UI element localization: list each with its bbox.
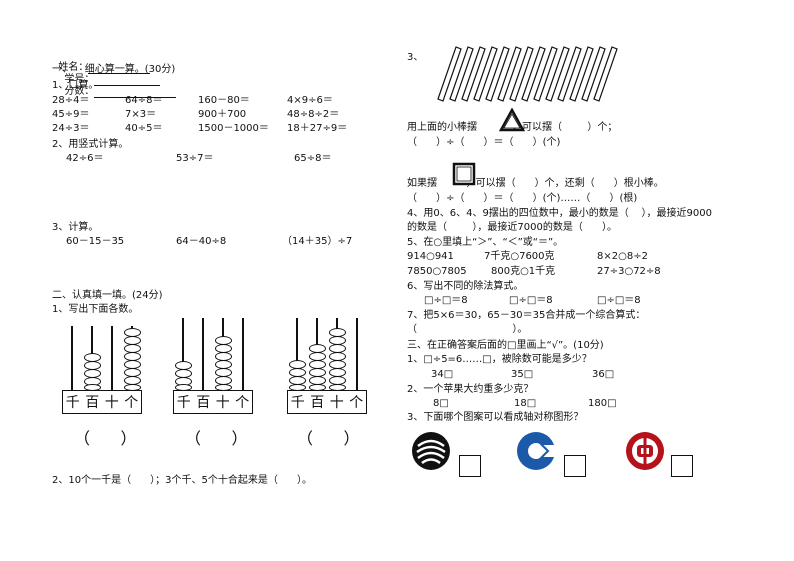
sticks-line-3: 如果摆 ，可以摆（ ）个，还剩（ ）根小棒。 [407, 178, 664, 189]
place-thousands: 千 [290, 395, 305, 411]
abacus-2: 千 百 十 个 [173, 318, 253, 448]
q7-line-1: 7、把5×6＝30，65－30＝35合并成一个综合算式： [407, 310, 646, 321]
place-tens: 十 [329, 395, 344, 411]
abacus-1: 千 百 十 个 [62, 318, 142, 448]
cmp-2-1: 7850○7805 [407, 266, 467, 277]
p1-question: 1、□÷5=6……□，被除数可能是多少？ [407, 354, 592, 365]
section1-title: 一、 细心算一算。(30分) [52, 64, 176, 75]
p1-opt-2[interactable]: 35□ [511, 369, 534, 380]
div-form-2: □÷□＝8 [509, 295, 553, 306]
place-tens: 十 [104, 395, 119, 411]
sticks-line-1: 用上面的小棒摆 ，可以摆（ ）个； [407, 122, 618, 133]
oral-3-3: 1500－1000＝ [198, 123, 269, 134]
cmp-1-3: 8×2○8÷2 [597, 251, 648, 262]
oral-2-1: 45÷9＝ [52, 109, 90, 120]
oral-3-1: 24÷3＝ [52, 123, 90, 134]
answer-box-2[interactable] [564, 455, 586, 477]
name-label: 姓名： [58, 62, 89, 73]
q4-line-1: 4、用0、6、4、9摆出的四位数中，最小的数是（ ），最接近9000 [407, 208, 712, 219]
cmp-2-2: 800克○1千克 [491, 266, 556, 277]
p2-question: 2、一个苹果大约重多少克？ [407, 384, 534, 395]
p3-question: 3、下面哪个图案可以看成轴对称图形？ [407, 412, 584, 423]
cmp-2-3: 27÷3○72÷8 [597, 266, 661, 277]
oral-1-3: 160－80＝ [198, 95, 250, 106]
q7-line-2: （ ）。 [407, 324, 528, 335]
calc-2: 64－40÷8 [176, 236, 227, 247]
place-hundreds: 百 [196, 395, 211, 411]
abacus-frame: 千 百 十 个 [287, 390, 367, 414]
bank-of-china-logo-icon [626, 432, 664, 470]
china-mobile-logo-icon [412, 432, 450, 470]
p2-opt-3[interactable]: 180□ [588, 398, 617, 409]
sticks-line-4: （ ）÷（ ）＝（ ）(个)……（ ）(根) [407, 193, 638, 204]
triangle-icon [499, 108, 525, 132]
calc-1: 60－15－35 [66, 236, 125, 247]
place-hundreds: 百 [85, 395, 100, 411]
oral-1-4: 4×9÷6＝ [287, 95, 333, 106]
p2-opt-2[interactable]: 18□ [514, 398, 537, 409]
q4-line-2: 的数是（ ），最接近7000的数是（ ）。 [407, 222, 617, 233]
abacus-frame: 千 百 十 个 [173, 390, 253, 414]
id-label: 学号： [64, 74, 95, 85]
answer-box-1[interactable] [459, 455, 481, 477]
place-tens: 十 [215, 395, 230, 411]
q1-title: 1、口算。 [52, 80, 99, 91]
oral-3-2: 40÷5＝ [125, 123, 163, 134]
place-thousands: 千 [65, 395, 80, 411]
q5-title: 5、在○里填上“＞”、“＜”或“＝”。 [407, 237, 564, 248]
vertical-3: 65÷8＝ [294, 153, 332, 164]
score-field[interactable] [94, 87, 177, 98]
q6-title: 6、写出不同的除法算式。 [407, 281, 524, 292]
abacus-frame: 千 百 十 个 [62, 390, 142, 414]
place-ones: 个 [349, 395, 364, 411]
abacus-3: 千 百 十 个 [287, 318, 367, 448]
cmp-1-2: 7千克○7600克 [484, 251, 555, 262]
section3-title: 三、在正确答案后面的□里画上“√”。(10分) [407, 340, 604, 351]
oral-2-3: 900＋700 [198, 109, 247, 120]
place-thousands: 千 [176, 395, 191, 411]
vertical-2: 53÷7＝ [176, 153, 214, 164]
score-label: 分数： [64, 86, 95, 97]
oral-2-2: 7×3＝ [125, 109, 157, 120]
oral-2-4: 48÷8÷2＝ [287, 109, 340, 120]
section2-title: 二、认真填一填。(24分) [52, 290, 163, 301]
place-ones: 个 [235, 395, 250, 411]
sticks-image [437, 46, 618, 102]
header-line: 姓名： 学号： 分数： [52, 50, 177, 98]
cmp-1-1: 914○941 [407, 251, 454, 262]
answer-box-3[interactable] [671, 455, 693, 477]
oral-3-4: 18＋27÷9＝ [287, 123, 348, 134]
q21-title: 1、写出下面各数。 [52, 304, 139, 315]
q3-label: 3、 [407, 52, 424, 63]
calc-3: （14＋35）÷7 [282, 236, 353, 247]
p2-opt-1[interactable]: 8□ [433, 398, 449, 409]
abacus-2-answer[interactable]: （ ） [185, 429, 248, 448]
ccb-logo-icon [517, 432, 556, 470]
q22-line: 2、10个一千是（ ）；3个千、5个十合起来是（ ）。 [52, 475, 312, 486]
p1-opt-1[interactable]: 34□ [431, 369, 454, 380]
abacus-3-answer[interactable]: （ ） [297, 429, 360, 448]
abacus-1-answer[interactable]: （ ） [74, 429, 137, 448]
oral-1-1: 28÷4＝ [52, 95, 90, 106]
place-hundreds: 百 [310, 395, 325, 411]
square-icon [452, 162, 476, 186]
sticks-line-2: （ ）÷（ ）＝（ ）(个) [407, 137, 561, 148]
id-field[interactable] [94, 75, 161, 86]
q3-title: 3、计算。 [52, 222, 99, 233]
q2-title: 2、用竖式计算。 [52, 139, 129, 150]
vertical-1: 42÷6＝ [66, 153, 104, 164]
oral-1-2: 64÷8＝ [125, 95, 163, 106]
place-ones: 个 [124, 395, 139, 411]
div-form-3: □÷□＝8 [597, 295, 641, 306]
p1-opt-3[interactable]: 36□ [592, 369, 615, 380]
div-form-1: □÷□＝8 [424, 295, 468, 306]
